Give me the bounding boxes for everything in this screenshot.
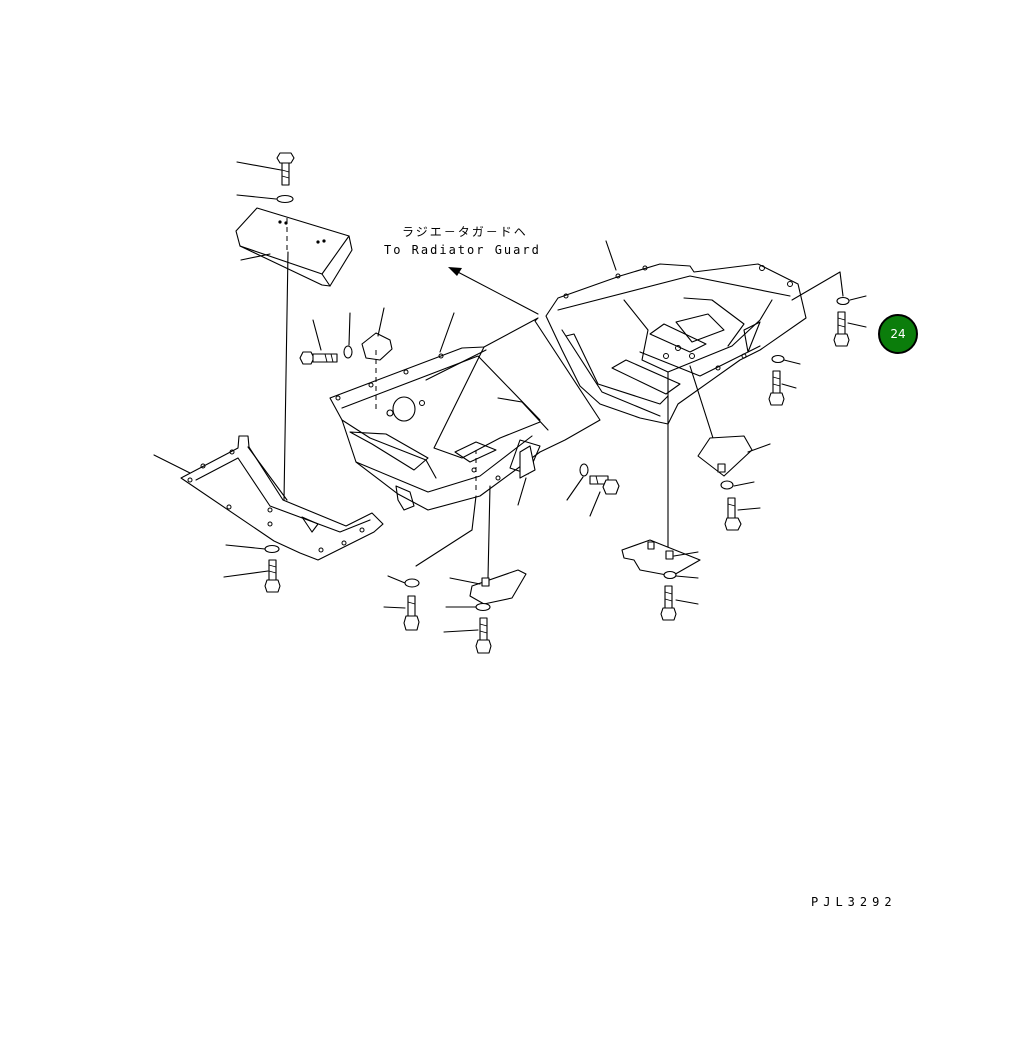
washer-right-top [836, 296, 850, 306]
left-lower-plate [153, 435, 384, 593]
bolt-right-top [833, 311, 850, 347]
washer-top-left [276, 194, 294, 204]
right-bracket-lower [621, 539, 701, 577]
top-cover-plate [235, 207, 353, 287]
bolt-right-mid [768, 370, 785, 406]
washer-left-center [343, 345, 353, 359]
side-cover-plate [361, 332, 393, 361]
washer-right-lower [663, 570, 677, 580]
bolt-left-lower [264, 559, 281, 593]
washer-right-mid [771, 354, 785, 364]
bolt-lower-left [403, 595, 420, 631]
right-undercover [545, 240, 844, 549]
right-fasteners [621, 295, 867, 621]
bolt-left-center [299, 351, 338, 365]
note-japanese: ラジエ－タガ－ドヘ [402, 225, 528, 239]
note-english: To Radiator Guard [384, 243, 541, 257]
bolt-right-lower [660, 585, 677, 621]
washer-lower-center [475, 602, 491, 612]
bolt-top-left [276, 152, 295, 186]
bolt-center-right [589, 475, 620, 495]
bolt-right-bracket [724, 497, 742, 531]
badge-label: 24 [890, 327, 906, 341]
washer-lower-left [404, 578, 420, 588]
callout-number-badge[interactable]: 24 [878, 314, 918, 354]
washer-center-right [579, 463, 589, 477]
lower-center-bracket [383, 450, 527, 654]
radiator-guard-arrow [448, 267, 539, 315]
top-cover-assembly [235, 152, 353, 501]
right-bracket-upper [697, 435, 771, 477]
washer-right-bracket [720, 480, 734, 490]
bolt-lower-center [475, 617, 492, 654]
washer-left-lower [264, 544, 280, 554]
center-bracket [519, 445, 536, 479]
drawing-number: PJL3292 [811, 895, 897, 909]
center-undercover [299, 307, 620, 517]
